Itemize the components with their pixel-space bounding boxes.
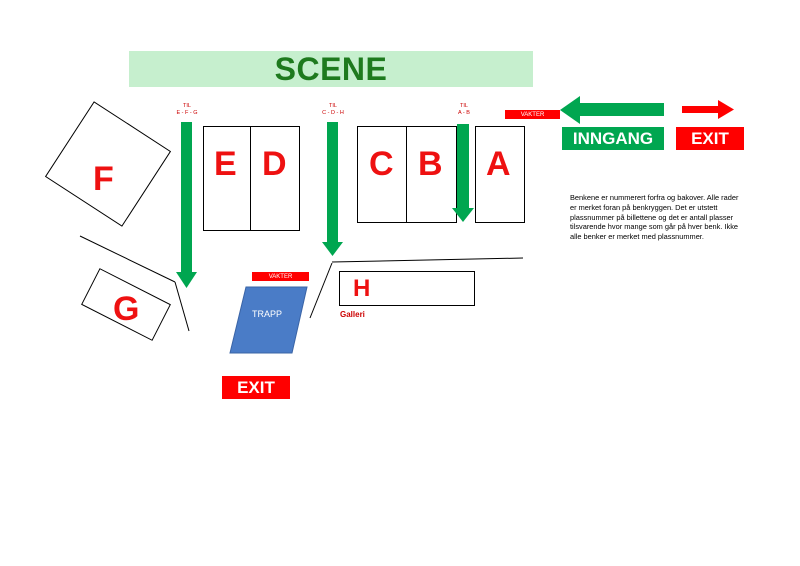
til-cdh-label: TIL C - D - H — [318, 103, 348, 118]
section-c-label: C — [369, 145, 394, 183]
til-efg-line1: TIL — [183, 103, 191, 109]
til-ab-label: TIL A - B — [449, 103, 479, 118]
section-h-label: H — [353, 275, 371, 302]
inngang-label: INNGANG — [562, 127, 664, 150]
info-text: Benkene er nummerert forfra og bakover. … — [570, 193, 739, 242]
stage-banner: SCENE — [129, 51, 533, 87]
til-ab-line2: A - B — [458, 110, 470, 117]
wall-line-center — [309, 262, 333, 319]
til-cdh-line1: TIL — [329, 103, 337, 109]
section-e-label: E — [214, 145, 237, 183]
til-ab-line1: TIL — [460, 103, 468, 109]
section-d-block[interactable] — [250, 126, 300, 231]
wall-line-right — [331, 257, 524, 263]
til-efg-line2: E - F - G — [176, 110, 198, 117]
vakter-label-bottom: VAKTER — [252, 272, 309, 281]
trapp-shape — [229, 286, 308, 354]
arrow-to-efg — [176, 122, 197, 288]
til-efg-label: TIL E - F - G — [172, 103, 202, 118]
stage-label: SCENE — [274, 50, 388, 87]
til-cdh-line2: C - D - H — [322, 110, 344, 117]
section-g-label: G — [113, 290, 140, 328]
vakter-label-top: VAKTER — [505, 110, 560, 119]
galleri-label: Galleri — [340, 310, 365, 319]
trapp-label: TRAPP — [252, 309, 283, 319]
arrow-to-ab — [452, 124, 474, 222]
section-b-block[interactable] — [406, 126, 457, 223]
section-f-label: F — [93, 160, 114, 198]
section-a-block[interactable] — [475, 126, 525, 223]
exit-label-top: EXIT — [676, 127, 744, 150]
exit-label-bottom: EXIT — [222, 376, 290, 399]
section-d-label: D — [262, 145, 287, 183]
inngang-arrow — [560, 96, 664, 124]
section-e-block[interactable] — [203, 126, 251, 231]
wall-line-left — [79, 235, 176, 283]
section-b-label: B — [418, 145, 443, 183]
section-h-block[interactable] — [339, 271, 475, 306]
exit-arrow — [682, 100, 734, 119]
section-a-label: A — [486, 145, 511, 183]
arrow-to-cdh — [322, 122, 343, 256]
wall-line-left-2 — [174, 281, 190, 332]
